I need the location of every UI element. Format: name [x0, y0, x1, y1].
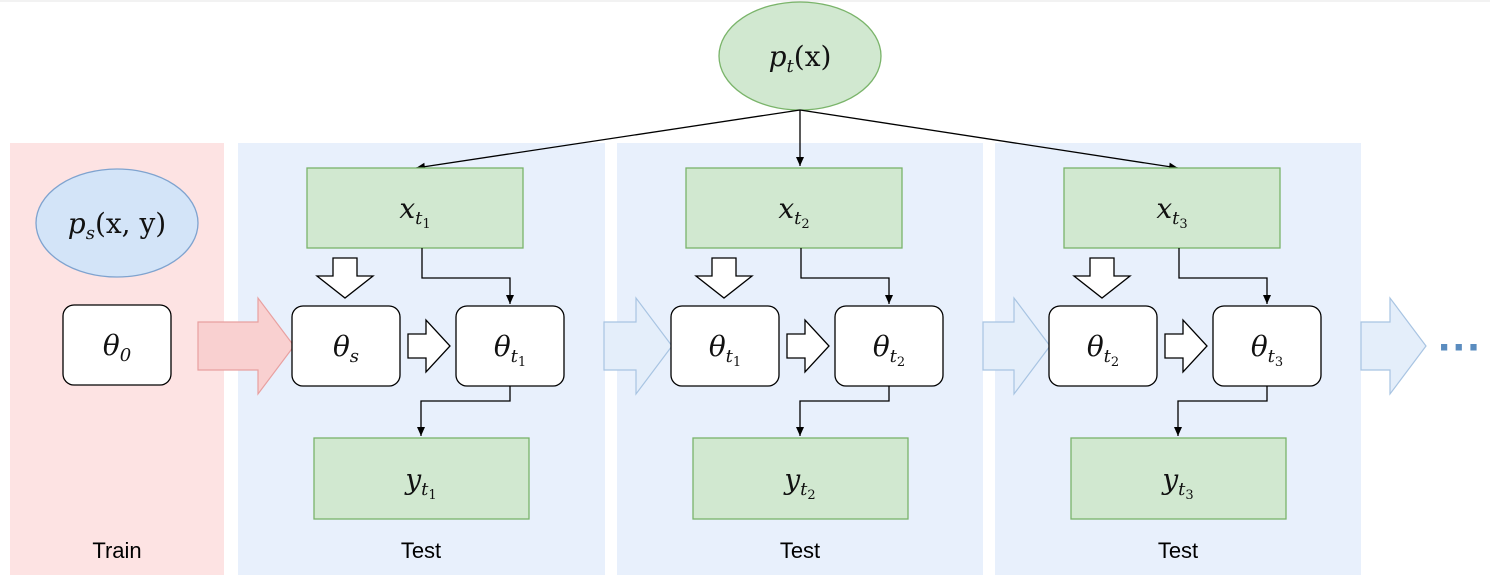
input-node: [1063, 167, 1281, 249]
next-param-label: θt1: [494, 330, 526, 370]
output-node: [692, 437, 909, 520]
stage-transfer-arrow-2: [982, 296, 1051, 396]
output-label: yt3: [1160, 463, 1193, 503]
param-to-output-connector: [796, 386, 890, 436]
stage-transfer-arrow-3: [1360, 296, 1427, 396]
input-label: xt3: [1156, 192, 1187, 232]
stage-transfer-arrow-1: [603, 296, 673, 396]
input-feed-arrow: [694, 257, 754, 299]
target-distribution-label: pt(x): [769, 40, 832, 77]
test-label: Test: [780, 538, 820, 563]
prev-param-node: [1048, 305, 1158, 387]
prev-param-node: [670, 305, 780, 387]
output-node: [313, 437, 530, 520]
train-label: Train: [92, 538, 141, 563]
continuation-ellipsis: ···: [1438, 323, 1482, 372]
output-label: yt1: [403, 463, 436, 503]
initial-param-node: [62, 304, 172, 386]
param-to-output-connector: [417, 386, 511, 436]
test-label: Test: [1158, 538, 1198, 563]
update-arrow: [1164, 318, 1208, 374]
input-label: xt1: [399, 192, 430, 232]
update-arrow: [407, 318, 451, 374]
next-param-label: θt3: [1251, 330, 1283, 370]
param-to-output-connector: [1174, 386, 1268, 436]
input-to-param-connector: [1178, 248, 1271, 304]
input-label: xt2: [778, 192, 809, 232]
prev-param-label: θt2: [1087, 330, 1119, 370]
test-label: Test: [401, 538, 441, 563]
prev-param-node: [291, 305, 401, 387]
initial-param-label: θ0: [103, 329, 131, 366]
source-distribution-label: ps(x, y): [68, 207, 166, 244]
input-node: [306, 167, 524, 249]
prev-param-label: θt1: [709, 330, 741, 370]
output-node: [1070, 437, 1287, 520]
prev-param-label: θs: [333, 330, 359, 367]
output-label: yt2: [782, 463, 815, 503]
input-feed-arrow: [1072, 257, 1132, 299]
input-to-param-connector: [800, 248, 893, 304]
source-distribution-node: [35, 168, 199, 278]
input-node: [685, 167, 903, 249]
input-feed-arrow: [315, 257, 375, 299]
input-to-param-connector: [421, 248, 514, 304]
next-param-label: θt2: [873, 330, 905, 370]
update-arrow: [786, 318, 830, 374]
train-to-test-arrow: [197, 296, 295, 396]
connector-target-to-x1: [415, 109, 801, 171]
connector-target-to-x3: [799, 109, 1179, 171]
